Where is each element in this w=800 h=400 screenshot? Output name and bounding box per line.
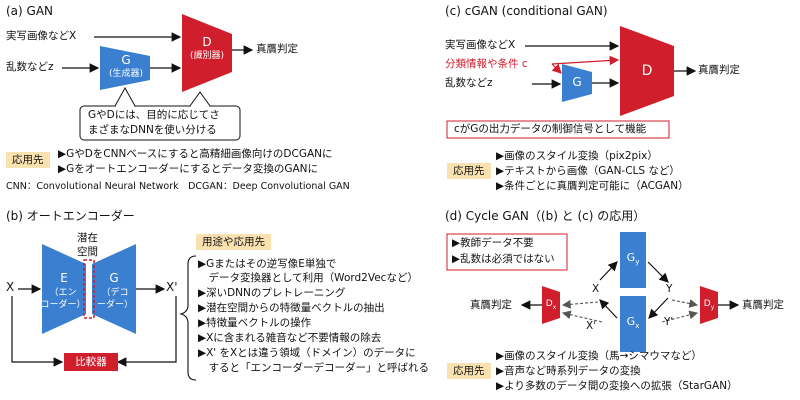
cgan-generator-shape	[562, 64, 592, 102]
cgan-app-3: ▶条件ごとに真贋判定可能に（ACGAN）	[496, 180, 689, 192]
gan-note-box	[79, 105, 241, 141]
cycle-app-2: ▶音声など時系列データの変換	[496, 365, 641, 377]
gan-discriminator-label: D	[202, 35, 212, 49]
cgan-title: (c) cGAN (conditional GAN)	[445, 4, 608, 18]
ae-app-3: ▶深いDNNのプレトレーニング	[198, 287, 346, 299]
cgan-note-box	[446, 120, 670, 139]
cycle-gx-shape	[620, 296, 646, 352]
ae-input-x: X	[6, 280, 15, 294]
ae-app-4: ▶潜在空間からの特徴量ベクトルの抽出	[198, 302, 385, 314]
cgan-app-2: ▶テキストから画像（GAN-CLS など）	[496, 165, 680, 177]
cgan-input-z: 乱数などz	[445, 77, 493, 89]
cgan-input-x: 実写画像などX	[445, 39, 516, 51]
cycle-y-prime: Y'	[664, 316, 674, 328]
cycle-gy-label: Gy	[626, 251, 640, 267]
cycle-dy-shape	[700, 286, 718, 324]
ae-comparator-shape	[64, 353, 118, 371]
cycle-x-prime: X'	[586, 320, 597, 332]
ae-latent-line2: 空間	[77, 246, 98, 258]
ae-app-1: ▶Gまたはその逆写像E単独で	[198, 258, 337, 270]
gan-note-line1: GやDには、目的に応じてさ	[88, 109, 220, 121]
cgan-discriminator-label: D	[641, 63, 653, 79]
cgan-condition: 分類情報や条件 c	[445, 58, 528, 70]
cycle-title: (d) Cycle GAN（(b) と (c) の応用）	[445, 209, 646, 223]
ae-brace	[179, 255, 197, 381]
gan-app-line2: ▶Gをオートエンコーダーにするとデータ変換のGANに	[58, 163, 318, 175]
cgan-discriminator-shape	[620, 26, 674, 116]
gan-generator-shape	[100, 46, 150, 90]
gan-app-label: 応用先	[6, 152, 50, 169]
ae-decoder-shape	[92, 244, 136, 334]
ae-app-5: ▶特徴量ベクトルの操作	[198, 317, 312, 329]
gan-input-z: 乱数などz	[6, 61, 54, 73]
cgan-note: cがGの出力データの制御信号として機能	[454, 123, 647, 135]
ae-encoder-sub2: コーダー）	[40, 300, 86, 310]
gan-input-x: 実写画像などX	[6, 30, 77, 42]
ae-output-x: X'	[166, 280, 178, 294]
gan-discriminator-shape	[182, 14, 232, 92]
cycle-dy-label: Dy	[703, 299, 715, 311]
ae-latent-box	[83, 259, 95, 319]
ae-app-8: すると「エンコーダーデコーダー」と呼ばれる	[198, 362, 429, 374]
gan-generator-label: G	[121, 53, 131, 67]
cycle-app-1: ▶画像のスタイル変換（馬→シマウマなど）	[496, 350, 702, 362]
gan-discriminator-sub: (識別器)	[189, 51, 225, 61]
cycle-note-2: ▶乱数は必須ではない	[452, 253, 555, 265]
gan-generator-sub: (生成器)	[108, 69, 144, 79]
ae-app-label: 用途や応用先	[196, 234, 271, 251]
cycle-x: X	[592, 283, 600, 295]
ae-decoder-sub1: （デコ	[101, 288, 129, 298]
cgan-generator-label: G	[572, 75, 582, 89]
cycle-app-3: ▶より多数のデータ間の変換への拡張（StarGAN）	[496, 380, 738, 392]
ae-decoder-label: G	[109, 271, 119, 285]
gan-app-line1: ▶GやDをCNNベースにすると高精細画像向けのDCGANに	[58, 148, 333, 160]
cgan-app-label: 応用先	[447, 163, 491, 180]
cycle-y: Y	[666, 283, 673, 295]
cgan-output: 真贋判定	[698, 64, 740, 76]
gan-output: 真贋判定	[256, 43, 298, 55]
ae-title: (b) オートエンコーダー	[6, 209, 135, 223]
ae-app-7: ▶X' をXとは違う領域（ドメイン）のデータに	[198, 347, 416, 359]
gan-abbreviations: CNN：Convolutional Neural Network DCGAN：D…	[6, 181, 350, 192]
ae-app-6: ▶Xに含まれる雑音など不要情報の除去	[198, 332, 382, 344]
gan-title: (a) GAN	[6, 4, 54, 18]
ae-encoder-sub1: （エン	[49, 288, 77, 298]
cycle-output-left: 真贋判定	[470, 299, 512, 311]
ae-comparator: 比較器	[75, 356, 107, 368]
cycle-note-box	[446, 233, 568, 271]
cgan-app-1: ▶画像のスタイル変換（pix2pix）	[496, 150, 658, 162]
cycle-gx-label: Gx	[626, 315, 640, 331]
ae-encoder-label: E	[60, 271, 68, 285]
cycle-app-label: 応用先	[447, 363, 491, 380]
ae-latent-line1: 潜在	[77, 232, 98, 244]
cycle-note-1: ▶教師データ不要	[452, 237, 534, 249]
cycle-gy-shape	[620, 232, 646, 288]
cycle-output-right: 真贋判定	[742, 299, 784, 311]
ae-app-2: データ変換器として利用（Word2Vecなど）	[198, 272, 418, 284]
gan-note-line2: まざまなDNNを使い分ける	[88, 124, 217, 136]
ae-encoder-shape	[42, 244, 86, 334]
ae-decoder-sub2: ーダー）	[96, 300, 133, 310]
cycle-dx-label: Dx	[545, 299, 557, 311]
cycle-dx-shape	[542, 286, 560, 324]
